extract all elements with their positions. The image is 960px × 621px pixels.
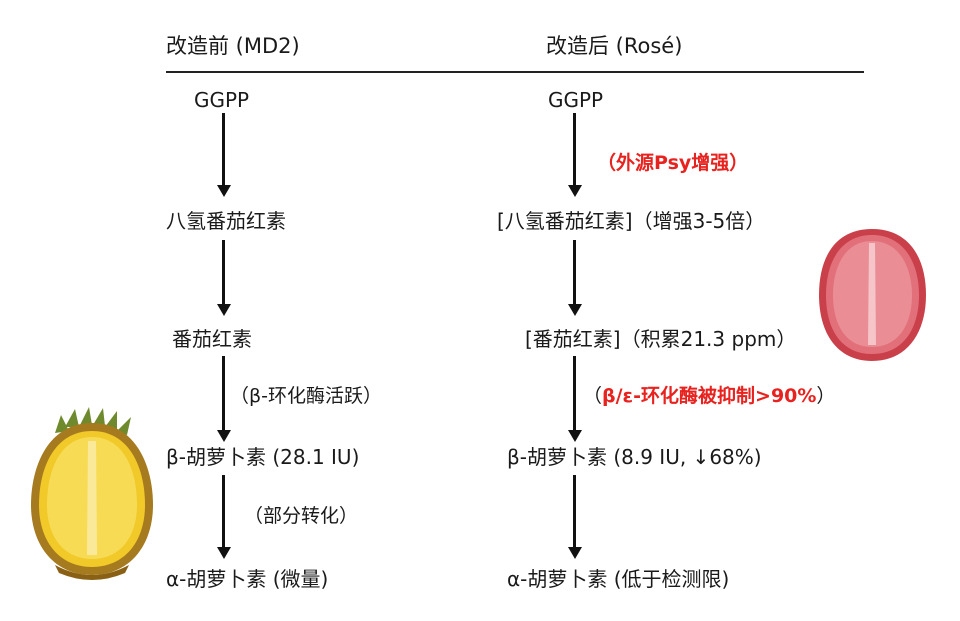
left-arrow-3 [217,356,231,442]
left-alpha-carotene: α-胡萝卜素 (微量) [166,563,328,592]
right-step-psy: （外源Psy增强） [597,148,748,175]
right-step-close-paren: ） [816,385,835,407]
right-alpha-carotene: α-胡萝卜素 (低于检测限) [507,563,729,592]
right-phytoene: [八氢番茄红素]（增强3-5倍） [497,205,765,234]
right-arrow-2 [568,240,582,316]
right-ggpp: GGPP [548,88,603,112]
left-arrow-4 [217,475,231,559]
left-step-partial: （部分转化） [244,501,358,528]
right-step-inhibit-wrapper: （β/ε-环化酶被抑制>90%） [583,381,835,408]
right-step-inhibit: β/ε-环化酶被抑制>90% [602,385,816,407]
left-ggpp: GGPP [194,88,249,112]
right-step-open-paren: （ [583,385,602,407]
left-lycopene: 番茄红素 [172,323,252,352]
left-beta-carotene: β-胡萝卜素 (28.1 IU) [166,441,359,470]
header-divider [166,71,864,73]
right-arrow-1 [568,113,582,197]
pink-pineapple-image [815,225,930,365]
header-after: 改造后 (Rosé) [546,30,682,60]
right-beta-carotene: β-胡萝卜素 (8.9 IU, ↓68%) [507,441,762,470]
left-step-cyclase: （β-环化酶活跃） [230,381,382,408]
left-arrow-2 [217,240,231,316]
left-arrow-1 [217,113,231,197]
header-before: 改造前 (MD2) [166,30,300,60]
right-arrow-4 [568,475,582,559]
left-phytoene: 八氢番茄红素 [166,205,286,234]
yellow-pineapple-image [25,405,160,580]
right-lycopene: [番茄红素]（积累21.3 ppm） [525,323,796,352]
right-arrow-3 [568,356,582,442]
